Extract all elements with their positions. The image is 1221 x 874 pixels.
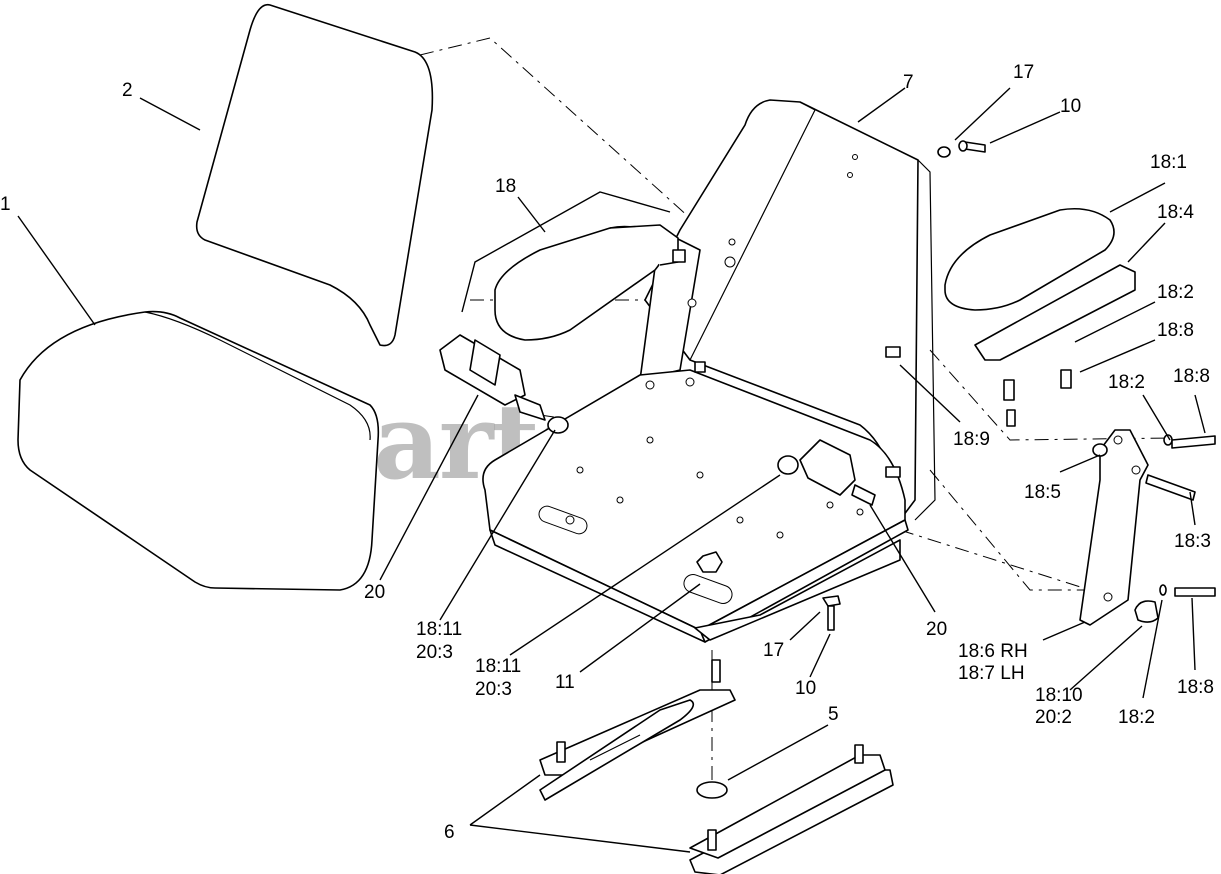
seat-belt-buckle xyxy=(777,439,876,506)
callout-18-2-c: 18:2 xyxy=(1118,707,1155,728)
callout-10-top: 10 xyxy=(1060,96,1081,117)
callout-17-top: 17 xyxy=(1013,62,1034,83)
callout-17-bottom: 17 xyxy=(763,640,784,661)
callout-18-6: 18:6 RH xyxy=(958,641,1028,662)
callout-18-1: 18:1 xyxy=(1150,152,1187,173)
armrest-bracket xyxy=(1079,429,1149,626)
callout-18-8-c: 18:8 xyxy=(1177,677,1214,698)
callout-18-9: 18:9 xyxy=(953,429,990,450)
callout-18-8-b: 18:8 xyxy=(1173,366,1210,387)
seat-belt-left xyxy=(439,334,569,434)
callout-18-2-a: 18:2 xyxy=(1157,282,1194,303)
seat-frame-base xyxy=(482,298,909,643)
callout-20-2: 20:2 xyxy=(1035,707,1072,728)
callout-18-10: 18:10 xyxy=(1035,685,1083,706)
callout-20-3-left: 20:3 xyxy=(416,642,453,663)
callout-18-4: 18:4 xyxy=(1157,202,1194,223)
hardware xyxy=(672,140,1216,631)
callout-18: 18 xyxy=(495,176,516,197)
leader-lines xyxy=(17,87,1206,853)
callout-labels: 1 2 5 6 7 10 10 11 17 17 18 18:1 18:2 18… xyxy=(0,62,1214,843)
callout-18-11-left: 18:11 xyxy=(416,619,462,640)
callout-10-bottom: 10 xyxy=(795,678,816,699)
callout-18-8-a: 18:8 xyxy=(1157,320,1194,341)
callout-2: 2 xyxy=(122,80,133,101)
callout-18-2-b: 18:2 xyxy=(1108,372,1145,393)
seat-slide-tracks xyxy=(539,659,894,874)
callout-5: 5 xyxy=(828,704,839,725)
callout-20-left: 20 xyxy=(364,582,385,603)
right-armrest xyxy=(944,207,1136,361)
callout-18-11-center: 18:11 xyxy=(475,656,521,677)
callout-20-right: 20 xyxy=(926,619,947,640)
callout-6: 6 xyxy=(444,822,455,843)
callout-18-3: 18:3 xyxy=(1174,531,1211,552)
callout-11: 11 xyxy=(555,672,575,693)
seat-back-cushion xyxy=(195,3,434,347)
callout-18-7: 18:7 LH xyxy=(958,663,1025,684)
left-armrest xyxy=(494,224,679,341)
callout-18-5: 18:5 xyxy=(1024,482,1061,503)
seat-bottom-cushion xyxy=(17,310,380,591)
callout-1: 1 xyxy=(0,194,11,215)
callout-20-3-center: 20:3 xyxy=(475,679,512,700)
seat-frame-back xyxy=(639,99,936,521)
callout-7: 7 xyxy=(903,72,914,93)
